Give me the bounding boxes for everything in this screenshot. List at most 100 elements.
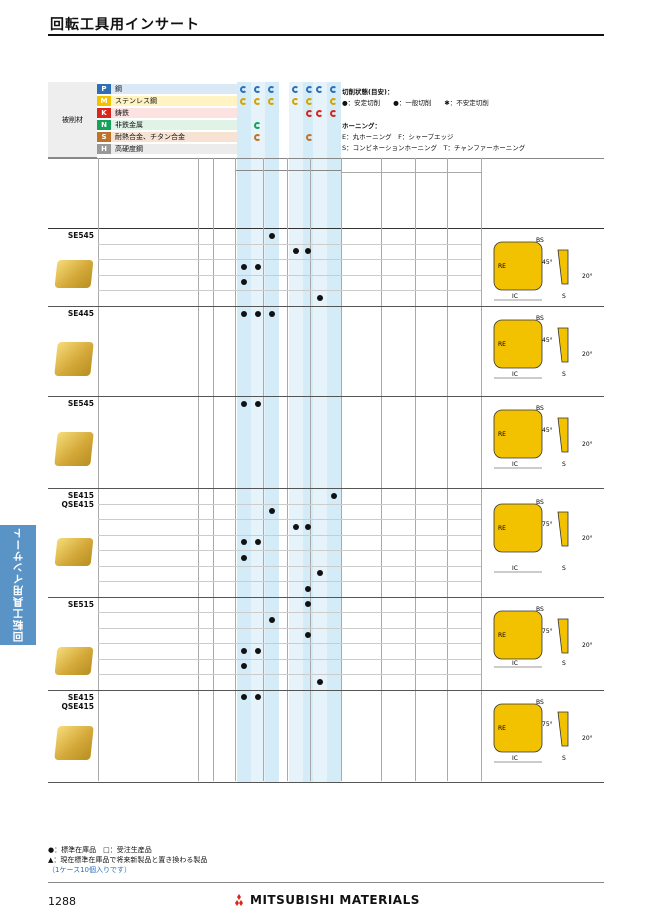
bs-value xyxy=(415,628,447,644)
accuracy-value xyxy=(198,519,213,535)
group-rule xyxy=(48,488,604,489)
svg-text:20°: 20° xyxy=(582,642,593,649)
grade-column-band xyxy=(327,82,341,782)
re-value xyxy=(447,396,481,412)
ic-value xyxy=(343,519,381,535)
ic-value xyxy=(343,228,381,244)
ic-value xyxy=(343,612,381,628)
honing-value xyxy=(213,597,235,613)
row-rule xyxy=(98,627,481,629)
page-title: 回転工具用インサート xyxy=(50,17,200,33)
material-code: S xyxy=(97,132,111,142)
re-value xyxy=(447,228,481,244)
s-value xyxy=(381,597,415,613)
bs-value xyxy=(415,690,447,706)
stock-dot-mc5020 xyxy=(251,643,265,659)
svg-text:RE: RE xyxy=(498,431,506,438)
ic-value xyxy=(343,690,381,706)
cutting-state-icon xyxy=(240,98,247,105)
insert-photo xyxy=(54,342,94,376)
ic-value xyxy=(343,550,381,566)
stock-dot-f7030 xyxy=(237,550,251,566)
stock-dot-f7030 xyxy=(237,306,251,322)
svg-text:RE: RE xyxy=(498,725,506,732)
row-rule xyxy=(98,534,481,536)
part-number xyxy=(98,306,198,322)
honing-value xyxy=(213,628,235,644)
standard-stock-icon xyxy=(241,310,247,317)
column-rule xyxy=(447,158,448,781)
insert-photo xyxy=(54,432,94,466)
re-value xyxy=(447,488,481,504)
re-value xyxy=(447,290,481,306)
accuracy-header xyxy=(199,168,213,218)
bs-value xyxy=(415,612,447,628)
s-value xyxy=(381,674,415,690)
re-value xyxy=(447,535,481,551)
cutting-state-icon xyxy=(316,86,323,93)
accuracy-value xyxy=(198,275,213,291)
s-value xyxy=(381,244,415,260)
grade-column-band xyxy=(313,82,327,782)
ic-value xyxy=(343,488,381,504)
bs-value xyxy=(415,290,447,306)
grade-header-vp15tf xyxy=(265,172,279,226)
s-value xyxy=(381,228,415,244)
re-value xyxy=(447,306,481,322)
insert-header xyxy=(48,186,98,198)
stock-dot-nx4545 xyxy=(303,597,313,613)
outline-header xyxy=(48,200,98,212)
grade-column-band xyxy=(289,82,303,782)
group-rule xyxy=(48,596,604,598)
standard-stock-icon xyxy=(269,616,275,623)
svg-text:RE: RE xyxy=(498,341,506,348)
material-code: P xyxy=(97,84,111,94)
standard-stock-icon xyxy=(255,400,261,407)
re-value xyxy=(447,643,481,659)
accuracy-value xyxy=(198,504,213,520)
stock-dot-uti20t xyxy=(313,566,327,582)
standard-stock-icon xyxy=(305,632,311,639)
standard-stock-icon xyxy=(241,539,247,546)
part-number xyxy=(98,228,198,244)
accuracy-value xyxy=(198,659,213,675)
svg-text:20°: 20° xyxy=(582,273,593,280)
ic-value xyxy=(343,628,381,644)
honing-value xyxy=(213,519,235,535)
insert-photo xyxy=(54,538,94,566)
carbide-header xyxy=(313,158,341,170)
svg-text:S: S xyxy=(562,660,566,667)
material-code: K xyxy=(97,108,111,118)
row-rule xyxy=(98,243,481,245)
honing-line2: S：コンビネーションホーニング T：チャンファーホーニング xyxy=(342,144,526,152)
part-number xyxy=(98,259,198,275)
ic-value xyxy=(343,581,381,597)
insert-photo xyxy=(54,260,94,288)
header-bottom-rule xyxy=(48,228,604,229)
stock-dot-nx4545 xyxy=(303,581,313,597)
stock-dot-mc5020 xyxy=(251,690,265,706)
row-rule xyxy=(98,274,481,276)
part-number xyxy=(98,396,198,412)
bs-value xyxy=(415,674,447,690)
standard-stock-icon xyxy=(293,248,299,255)
bs-value xyxy=(415,550,447,566)
grade-header-nx2525 xyxy=(289,172,303,226)
honing-value xyxy=(213,659,235,675)
material-code: H xyxy=(97,144,111,154)
honing-value xyxy=(213,674,235,690)
accuracy-value xyxy=(198,597,213,613)
bs-value xyxy=(415,519,447,535)
grade-column-band xyxy=(251,82,265,782)
honing-value xyxy=(213,612,235,628)
column-rule xyxy=(310,158,311,781)
column-rule xyxy=(263,158,264,781)
ic-value xyxy=(343,643,381,659)
cutting-state-icon xyxy=(254,134,261,141)
re-value xyxy=(447,566,481,582)
